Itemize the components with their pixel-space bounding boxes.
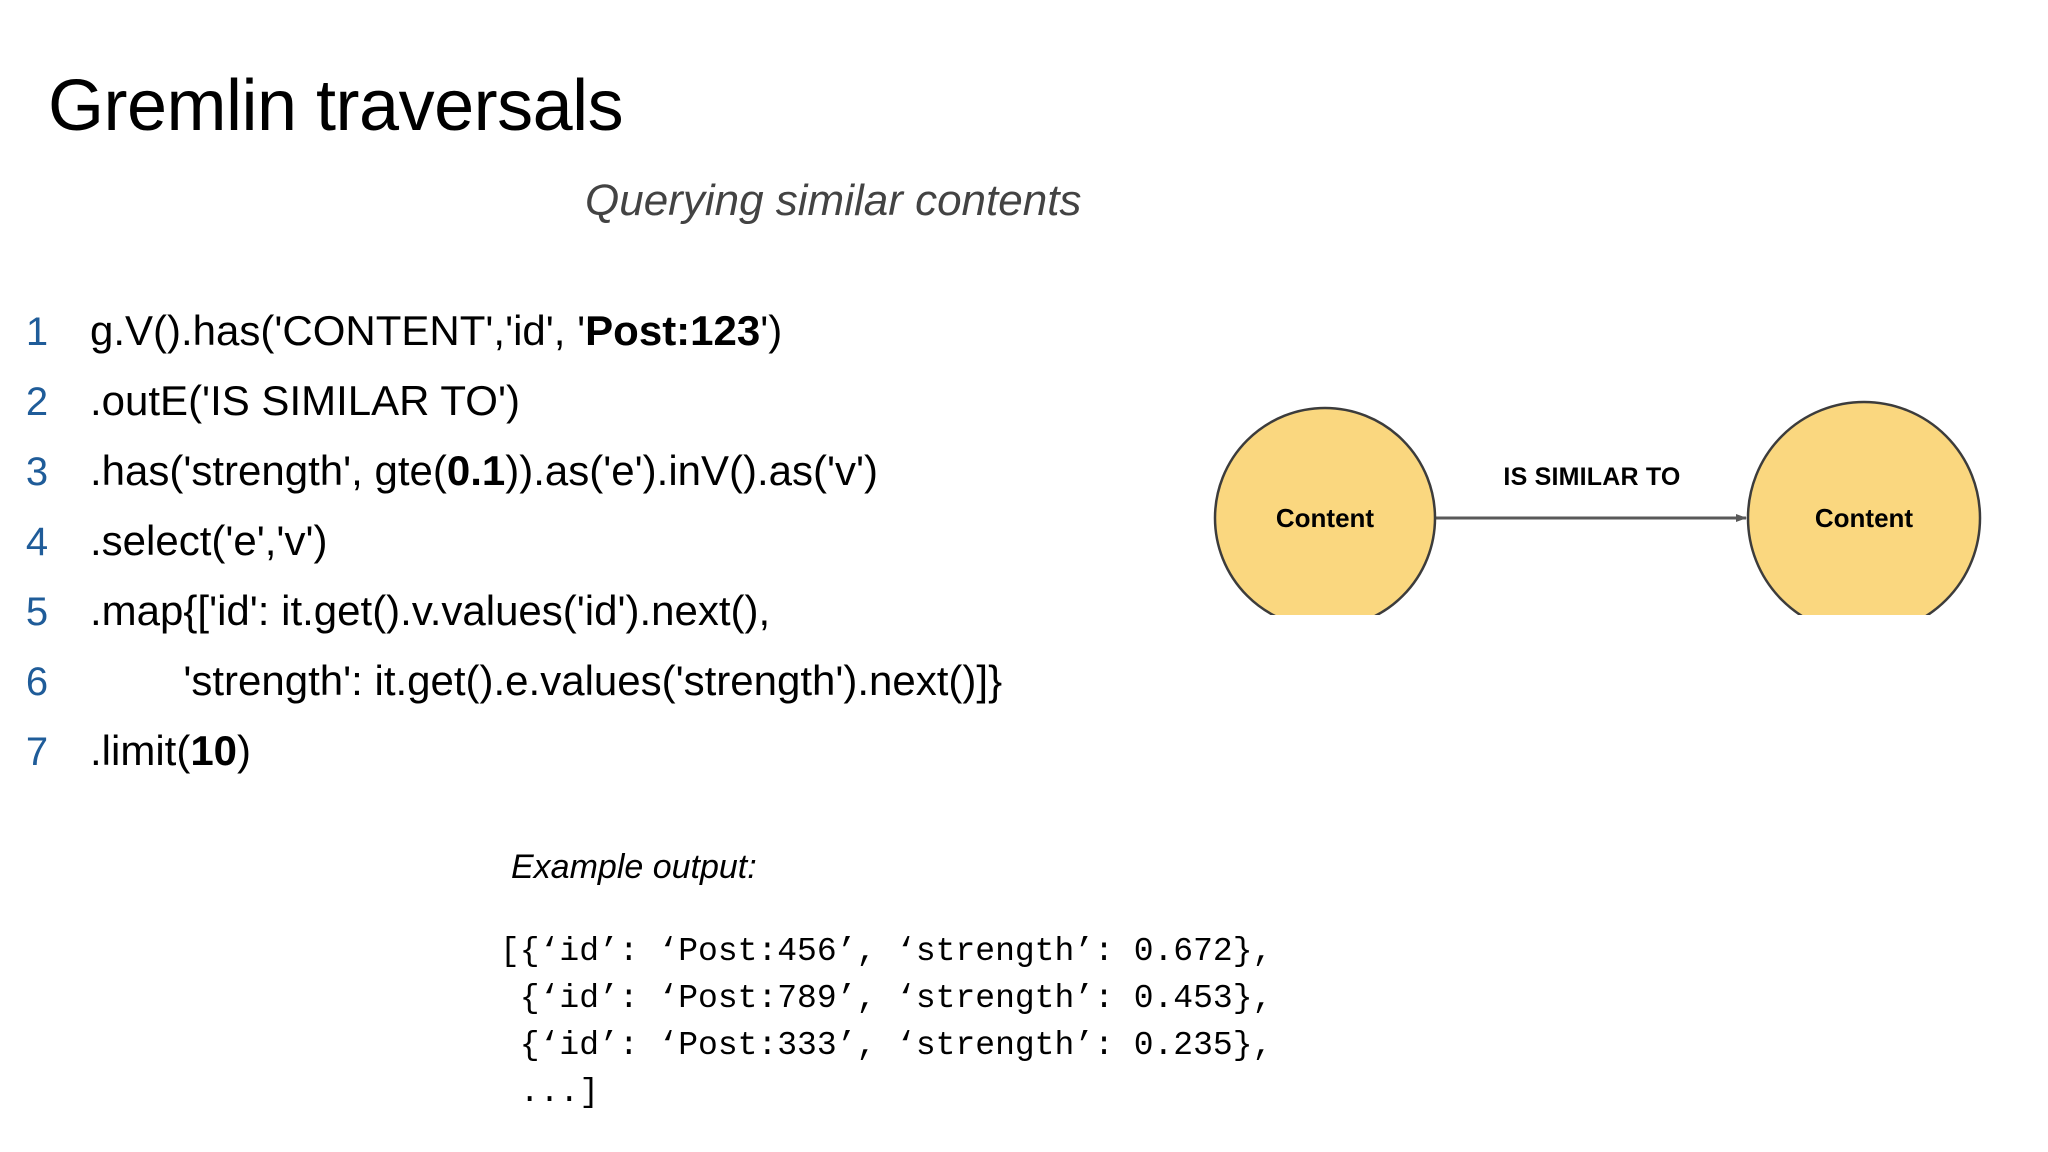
- edge-label-is-similar-to: IS SIMILAR TO: [1503, 463, 1680, 491]
- code-token: .limit(: [90, 727, 191, 774]
- code-line-number: 1: [25, 310, 49, 354]
- code-token: .map{['id': it.get().v.values('id').next…: [90, 587, 771, 634]
- code-line: 2 .outE('IS SIMILAR TO'): [12, 366, 1192, 436]
- code-token: g.V().has('CONTENT','id', ': [90, 307, 586, 354]
- code-token-emphasis: 0.1: [446, 447, 506, 494]
- example-output-text: [{‘id’: ‘Post:456’, ‘strength’: 0.672}, …: [500, 933, 1273, 1111]
- code-token-emphasis: Post:123: [585, 307, 761, 354]
- code-line-text: .limit(10): [62, 716, 251, 786]
- page-title: Gremlin traversals: [48, 66, 624, 147]
- code-token: )).as('e').inV().as('v'): [505, 447, 879, 494]
- graph-node-target[interactable]: [1746, 400, 1982, 615]
- code-line: 7 .limit(10): [12, 716, 1192, 786]
- code-line: 5 .map{['id': it.get().v.values('id').nex…: [12, 576, 1192, 646]
- graph-node-source-label: Content: [1276, 503, 1375, 533]
- code-line: 3 .has('strength', gte(0.1)).as('e').inV(…: [12, 436, 1192, 506]
- code-line-number: 5: [25, 590, 49, 634]
- code-token-emphasis: 10: [190, 727, 238, 774]
- code-line: 4 .select('e','v'): [12, 506, 1192, 576]
- code-line-text: .map{['id': it.get().v.values('id').next…: [62, 576, 770, 646]
- graph-node-source[interactable]: [1213, 406, 1437, 615]
- code-line: 1 g.V().has('CONTENT','id', 'Post:123'): [12, 296, 1192, 366]
- code-token: 'strength': it.get().e.values('strength'…: [90, 657, 1003, 704]
- code-line-number: 4: [25, 520, 49, 564]
- code-line-number: 3: [25, 450, 49, 494]
- code-token: ): [237, 727, 252, 774]
- code-token: '): [760, 307, 783, 354]
- code-line-number: 6: [25, 660, 49, 704]
- code-line-number: 2: [25, 380, 49, 424]
- code-line-number: 7: [25, 730, 49, 774]
- code-line: 6 'strength': it.get().e.values('strengt…: [12, 646, 1192, 716]
- example-output-label: Example output:: [511, 848, 757, 886]
- code-line-text: .has('strength', gte(0.1)).as('e').inV()…: [62, 436, 878, 506]
- code-listing: 1 g.V().has('CONTENT','id', 'Post:123') 2.…: [12, 296, 1192, 786]
- code-token: .outE('IS SIMILAR TO'): [90, 377, 520, 424]
- graph-node-target-label: Content: [1815, 503, 1914, 533]
- code-token: .has('strength', gte(: [90, 447, 447, 494]
- page-subtitle: Querying similar contents: [585, 176, 1082, 225]
- code-line-text: 'strength': it.get().e.values('strength'…: [62, 646, 1002, 716]
- graph-diagram: IS SIMILAR TO Content Content: [1190, 355, 2010, 615]
- code-token: .select('e','v'): [90, 517, 328, 564]
- code-line-text: g.V().has('CONTENT','id', 'Post:123'): [62, 296, 782, 366]
- code-line-text: .select('e','v'): [62, 506, 327, 576]
- code-line-text: .outE('IS SIMILAR TO'): [62, 366, 520, 436]
